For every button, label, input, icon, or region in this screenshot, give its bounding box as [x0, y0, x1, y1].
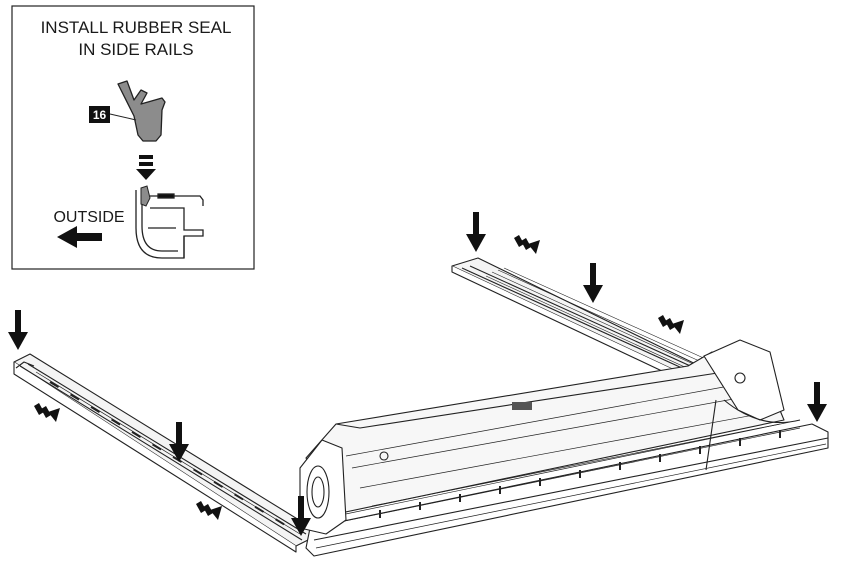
- slide-triple-chevron-arrow-icon: [658, 315, 684, 334]
- slide-triple-chevron-arrow-icon: [196, 501, 222, 520]
- inset-title-line1: INSTALL RUBBER SEAL: [41, 18, 232, 37]
- part-number-label: 16: [93, 108, 107, 122]
- inset-title-line2: IN SIDE RAILS: [78, 40, 193, 59]
- inset-panel: INSTALL RUBBER SEAL IN SIDE RAILS 16 OUT…: [12, 6, 254, 269]
- left-side-rail: [14, 354, 312, 552]
- slide-triple-chevron-arrow-icon: [514, 235, 540, 254]
- press-down-arrow-icon: [807, 382, 827, 422]
- slide-triple-chevron-arrow-icon: [34, 403, 60, 422]
- press-down-arrow-icon: [583, 263, 603, 303]
- press-down-arrow-icon: [8, 310, 28, 350]
- press-down-arrow-icon: [466, 212, 486, 252]
- outside-label: OUTSIDE: [53, 209, 124, 226]
- front-rail-assembly: [300, 340, 828, 556]
